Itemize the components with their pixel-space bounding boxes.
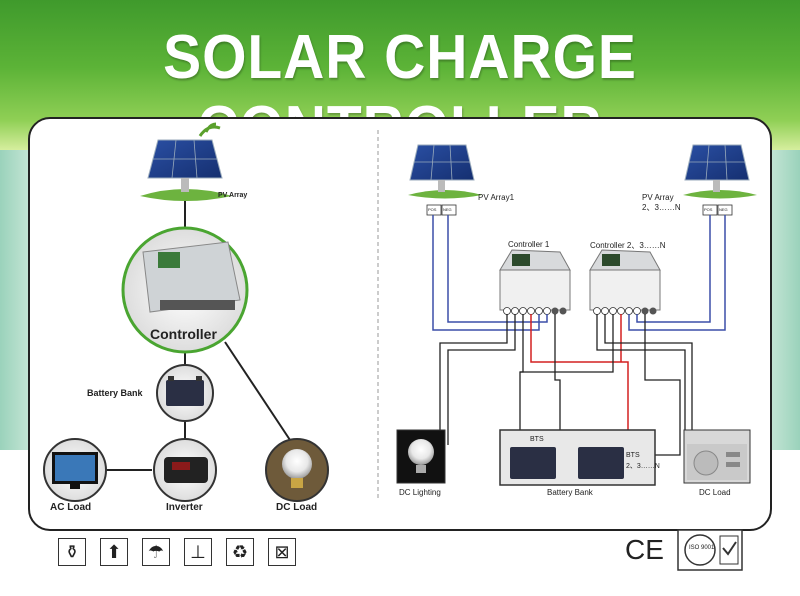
bts-label-2: BTS (626, 452, 640, 459)
neg-label-n: NEG (719, 207, 728, 212)
fragile-icon: ⚱ (58, 538, 86, 566)
pos-label-n: POS (704, 207, 713, 212)
tv-icon (43, 438, 107, 502)
iso-9001-icon (677, 529, 743, 571)
dc-lighting-label: DC Lighting (399, 488, 441, 497)
bts-range-label: 2、3……N (626, 463, 660, 470)
this-way-up-icon: ⬆ (100, 538, 128, 566)
ce-mark: CE (625, 534, 664, 565)
neg-label-1: NEG (443, 207, 452, 212)
battery-bank-label-right: Battery Bank (547, 488, 593, 497)
pv-array-label: PV Array (218, 192, 248, 199)
iso-label: ISO 9001 (689, 545, 715, 551)
battery-bank-icon (156, 364, 214, 422)
controller-2-icon (589, 249, 661, 311)
controller-icon (121, 226, 249, 354)
handle-with-care-icon: ⊥ (184, 538, 212, 566)
pv-array1-label: PV Array1 (478, 193, 515, 202)
controller-label: Controller (150, 326, 217, 342)
solar-panel-1-icon (408, 144, 482, 199)
dc-lighting-icon (396, 429, 446, 484)
dc-load-label-right: DC Load (699, 488, 731, 497)
battery-bank-label: Battery Bank (87, 388, 143, 398)
inverter-label: Inverter (166, 502, 203, 513)
light-bulb-icon (265, 438, 329, 502)
solar-panel-icon (140, 122, 232, 201)
pos-label-1: POS (428, 207, 437, 212)
controller-1-icon (499, 249, 571, 311)
dc-load-radio-icon (683, 429, 751, 484)
recycle-icon: ♻ (226, 538, 254, 566)
controller-1-label: Controller 1 (508, 240, 550, 249)
pv-array-n-label: PV Array (642, 193, 674, 202)
inverter-icon (153, 438, 217, 502)
ac-load-label: AC Load (50, 502, 92, 513)
no-stacking-icon: ⊠ (268, 538, 296, 566)
bts-label-1: BTS (530, 436, 544, 443)
controller-2-label: Controller 2、3……N (590, 241, 666, 250)
solar-panel-n-icon (683, 144, 757, 199)
keep-dry-icon: ☂ (142, 538, 170, 566)
battery-bank-box (499, 429, 656, 486)
dc-load-label: DC Load (276, 502, 318, 513)
pv-array-n-range: 2、3……N (642, 203, 681, 212)
